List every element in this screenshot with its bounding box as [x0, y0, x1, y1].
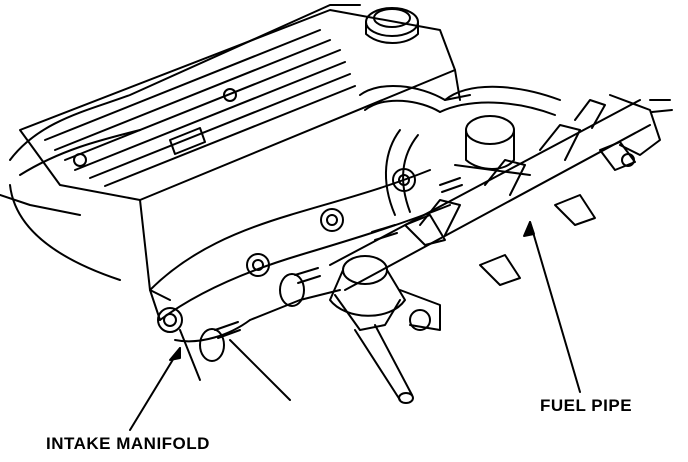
fuel-pipe-label: FUEL PIPE: [540, 396, 633, 415]
intake-manifold-label: INTAKE MANIFOLD: [46, 434, 210, 453]
valve-cover-emblem: [169, 127, 206, 155]
manifold-port-inner: [252, 259, 264, 271]
manifold-port: [246, 253, 270, 277]
oil-filler-cap: [365, 7, 419, 44]
manifold-port-inner: [398, 174, 410, 186]
stud: [439, 177, 463, 193]
cylinder-head: [0, 4, 461, 301]
intake-manifold: [149, 168, 451, 401]
return-hose-end: [398, 392, 414, 404]
injector: [484, 159, 526, 196]
manifold-port: [392, 168, 416, 192]
intake-manifold-leader: [129, 347, 181, 431]
callout-arrows: [129, 221, 581, 431]
injector: [574, 99, 606, 129]
injector-mount: [479, 254, 521, 286]
vacuum-hoses: [359, 84, 561, 216]
manifold-studs: [199, 177, 463, 362]
fuel-pipe-arrowhead: [523, 221, 535, 237]
manifold-port-inner: [326, 214, 338, 226]
return-hose: [354, 324, 413, 401]
manifold-port: [157, 307, 183, 333]
manifold-port: [320, 208, 344, 232]
injector-mount: [599, 141, 636, 171]
stud-boss: [199, 328, 225, 362]
regulator-bolt: [409, 309, 431, 331]
injector: [419, 199, 461, 236]
injector: [539, 124, 581, 161]
fuel-pipe: [329, 94, 673, 291]
pressure-dome: [454, 115, 531, 176]
pressure-regulator: [329, 255, 441, 404]
stud-boss: [279, 273, 305, 307]
valve-cover-bolt: [223, 88, 237, 102]
intake-manifold-arrowhead: [169, 347, 181, 361]
injector-mount: [554, 194, 596, 226]
injector-mount: [404, 214, 446, 246]
fuel-pipe-leader: [529, 221, 581, 393]
valve-cover-bolt: [73, 153, 87, 167]
manifold-port-inner: [163, 313, 177, 327]
